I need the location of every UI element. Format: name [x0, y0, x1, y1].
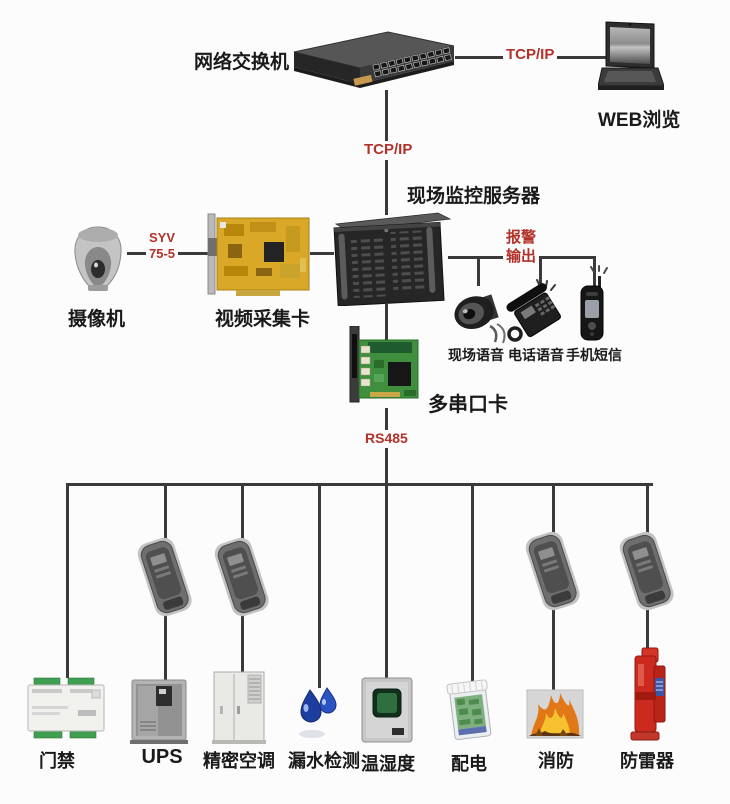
syv-cable-label-line1: SYV	[149, 230, 176, 245]
alarm-output-label: 报警 输出	[503, 229, 540, 267]
laptop-icon	[598, 20, 664, 102]
line-server-to-serial-card	[385, 304, 388, 346]
line-drop-telephone	[539, 258, 542, 286]
ups-device-icon	[128, 678, 192, 746]
camera-icon	[68, 224, 128, 296]
device-label-temphum: 温湿度	[361, 754, 415, 774]
network-switch-icon	[288, 26, 460, 94]
tcpip-top-label: TCP/IP	[503, 46, 558, 65]
tcpip-mid-label: TCP/IP	[361, 141, 416, 160]
transmitter-module-ac	[209, 533, 276, 623]
power-distribution-device-icon	[443, 678, 495, 744]
mobile-phone-icon	[576, 264, 610, 348]
device-label-ups: UPS	[141, 746, 183, 768]
serial-card-label: 多串口卡	[428, 394, 508, 416]
bus-drop-line-power	[471, 485, 474, 682]
switch-label: 网络交换机	[194, 52, 290, 73]
device-label-surge: 防雷器	[620, 751, 674, 771]
serial-card-icon	[346, 326, 422, 404]
telephone-icon	[506, 278, 568, 346]
precision-ac-device-icon	[210, 670, 268, 746]
video-capture-card-icon	[206, 210, 312, 300]
device-label-access: 门禁	[39, 751, 75, 771]
transmitter-module-fire	[520, 527, 587, 617]
water-leak-drops-icon	[296, 686, 338, 744]
device-label-leak: 漏水检测	[288, 751, 360, 771]
fire-flames-icon	[525, 688, 585, 740]
capture-card-label: 视频采集卡	[215, 309, 311, 330]
rs485-label: RS485	[362, 430, 411, 448]
server-icon	[322, 208, 452, 306]
bus-drop-line-access	[66, 485, 69, 678]
speaker-icon	[452, 284, 506, 346]
alarm-output-label-line1: 报警	[506, 229, 537, 246]
surge-protector-device-icon	[626, 646, 670, 742]
alarm-output-sms-label: 手机短信	[566, 347, 622, 363]
alarm-output-phone-label: 电话语音	[508, 347, 564, 363]
transmitter-module-ups	[132, 533, 199, 623]
bus-drop-line-leak	[318, 485, 321, 688]
alarm-output-voice-label: 现场语音	[448, 347, 504, 363]
device-label-fire: 消防	[538, 751, 574, 771]
temp-humidity-device-icon	[360, 676, 414, 746]
camera-label: 摄像机	[68, 309, 126, 330]
line-capture-card-to-server	[310, 252, 334, 255]
server-label: 现场监控服务器	[407, 186, 541, 207]
syv-cable-label: SYV 75-5	[146, 230, 179, 263]
line-drop-mobile	[593, 258, 596, 296]
access-control-device-icon	[26, 676, 106, 740]
bus-drop-line-temphum	[385, 485, 388, 678]
transmitter-module-surge	[614, 527, 681, 617]
alarm-output-label-line2: 输出	[506, 247, 537, 265]
device-label-ac: 精密空调	[203, 751, 275, 771]
line-drop-speaker	[477, 258, 480, 286]
syv-cable-label-line2: 75-5	[149, 246, 176, 262]
web-browse-label: WEB浏览	[598, 110, 681, 131]
rs485-bus-line	[66, 483, 653, 486]
device-label-power: 配电	[451, 754, 487, 774]
